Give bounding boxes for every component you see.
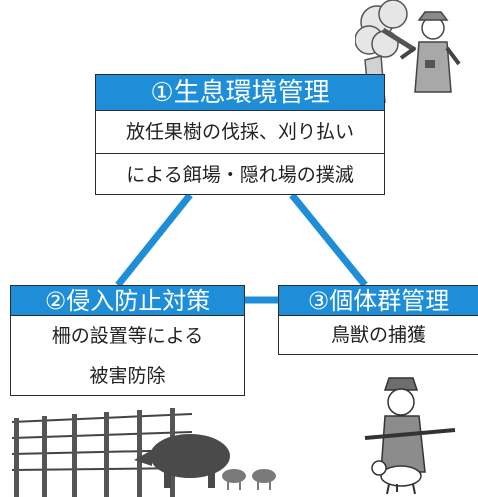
habitat-management-line-1: 放任果樹の伐採、刈り払い: [125, 121, 354, 143]
connector-right: [289, 192, 368, 288]
hunter-dog-icon: [364, 377, 456, 495]
intrusion-prevention-box: ②侵入防止対策 柵の設置等による 被害防除: [10, 285, 245, 396]
fence-boar-icon: [12, 408, 276, 497]
population-management-box: ③個体群管理 鳥獣の捕獲: [278, 285, 478, 355]
intrusion-prevention-line-1: 柵の設置等による: [51, 325, 204, 347]
worker-cutting-tree-icon: [355, 0, 461, 103]
intrusion-prevention-line-2: 被害防除: [89, 365, 166, 387]
habitat-management-box: ①生息環境管理 放任果樹の伐採、刈り払い による餌場・隠れ場の撲滅: [95, 74, 385, 195]
connector-left: [115, 192, 193, 288]
population-management-title: ③個体群管理: [279, 286, 478, 316]
habitat-management-line-2: による餌場・隠れ場の撲滅: [126, 164, 354, 186]
habitat-management-title: ①生息環境管理: [96, 75, 384, 111]
intrusion-prevention-title: ②侵入防止対策: [11, 286, 244, 316]
box1-divider: [96, 153, 384, 154]
population-management-line-1: 鳥獣の捕獲: [330, 324, 426, 346]
